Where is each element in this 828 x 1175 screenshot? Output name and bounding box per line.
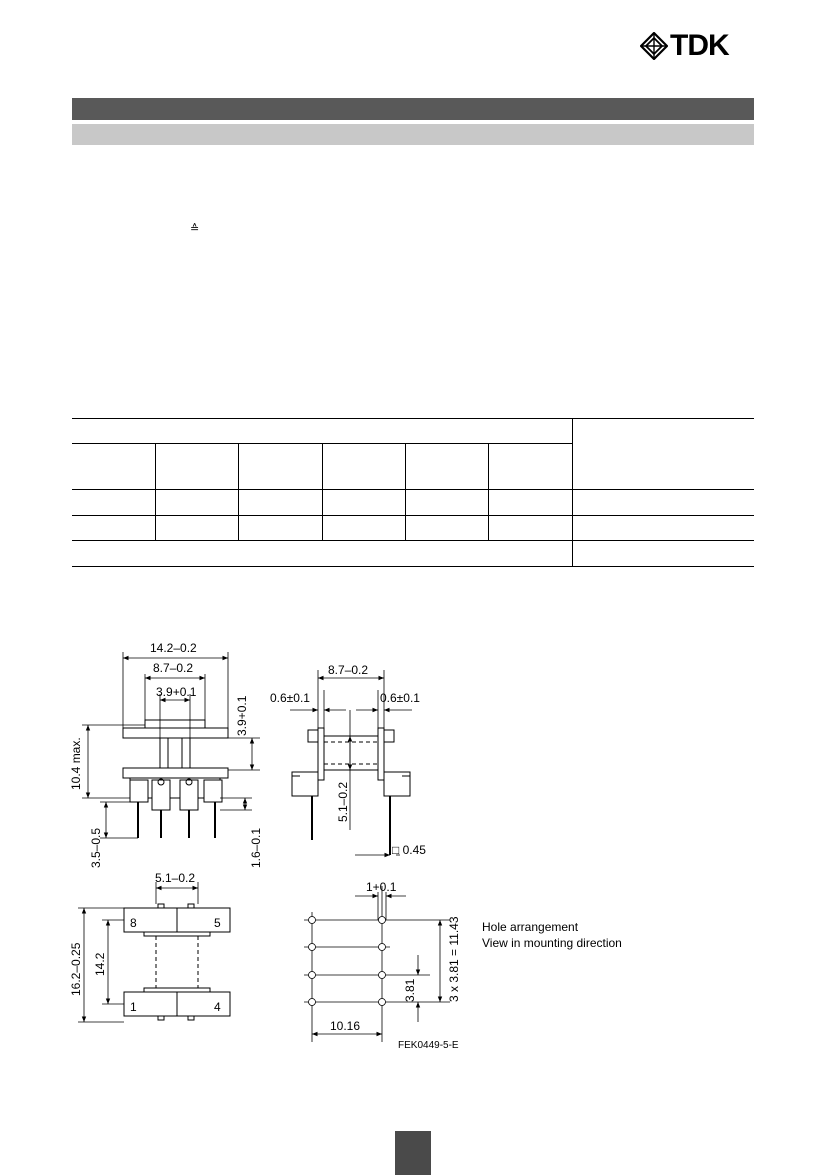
dim-front-flange: 3.9+0.1 [235,695,249,736]
tdk-logo: TDK [640,29,760,62]
bottom-view [123,903,231,1021]
dim-bottom-inner: 14.2 [93,952,107,976]
dim-side-inner: 8.7–0.2 [328,663,368,677]
technical-drawing: 14.2–0.2 8.7–0.2 3.9+0.1 10.4 max. 3.9+0… [69,641,622,1051]
dim-bottom-outer: 16.2–0.25 [69,942,83,996]
dim-front-width: 14.2–0.2 [150,641,197,655]
dim-side-right-flange: 0.6±0.1 [380,691,420,705]
tdk-diamond-icon [640,32,668,60]
logo-text: TDK [670,29,730,62]
dim-front-pin-base: 1.6–0.1 [249,828,263,868]
dim-side-height: 5.1–0.2 [336,782,350,822]
pin-label-4: 4 [214,1000,221,1014]
pin-label-5: 5 [214,916,221,930]
dim-front-pin-length: 3.5–0.5 [89,828,103,868]
dim-bottom-width: 5.1–0.2 [155,871,195,885]
title-bar [72,98,754,120]
side-view [291,727,411,855]
correspondence-symbol: ≙ [190,223,200,235]
subtitle-bar [72,124,754,145]
pin-label-8: 8 [130,916,137,930]
hole-caption-line2: View in mounting direction [482,936,622,950]
hole-caption-line1: Hole arrangement [482,920,579,934]
dim-side-pin-square: □ 0.45 [392,843,426,857]
dim-hole-pitch-x: 1+0.1 [366,880,397,894]
spec-table [72,418,754,567]
pin-label-1: 1 [130,1000,137,1014]
front-view [122,719,229,838]
hole-arrangement [304,886,450,1042]
dim-front-height-max: 10.4 max. [69,737,83,790]
dim-side-left-flange: 0.6±0.1 [270,691,310,705]
dim-front-inner: 8.7–0.2 [153,661,193,675]
dim-front-core: 3.9+0.1 [156,685,197,699]
dim-hole-total-y: 3 x 3.81 = 11.43 [447,916,461,1002]
dim-hole-span-x: 10.16 [330,1019,360,1033]
drawing-code: FEK0449-5-E [398,1040,459,1051]
page-number-tab [395,1131,431,1175]
dim-hole-pitch-y: 3.81 [403,978,417,1002]
